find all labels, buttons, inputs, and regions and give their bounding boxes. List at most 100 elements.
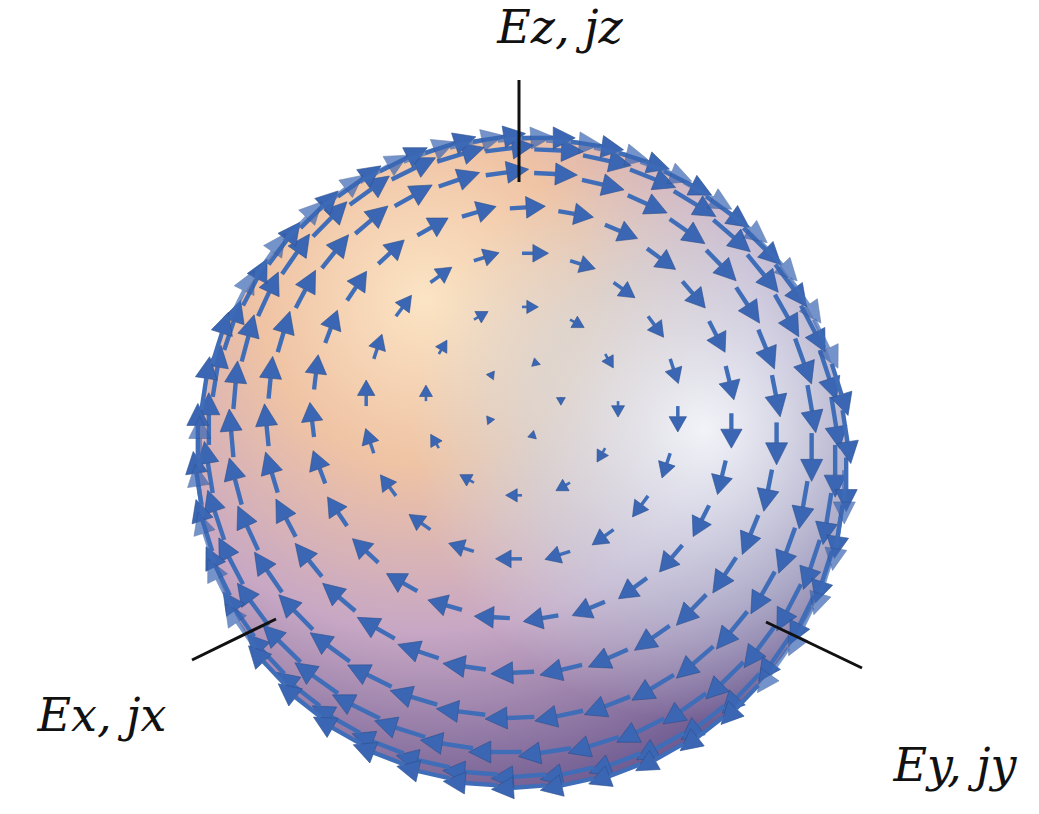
- arrow-shaft: [790, 278, 808, 305]
- arrow-shaft: [320, 189, 346, 209]
- arrow-head: [600, 174, 624, 195]
- arrow-shaft: [589, 737, 619, 746]
- arrow-shaft: [465, 667, 486, 670]
- arrow-shaft: [313, 675, 338, 693]
- arrow-head: [419, 385, 432, 396]
- arrow-head: [428, 595, 449, 616]
- arrow-head: [225, 604, 247, 628]
- arrow-head: [634, 629, 658, 651]
- arrow-head: [578, 256, 596, 273]
- arrow-head: [568, 736, 592, 757]
- arrow-shaft: [590, 602, 605, 608]
- arrow-shaft: [682, 281, 692, 293]
- arrow-head: [248, 646, 271, 670]
- arrow-head: [398, 641, 422, 662]
- arrow-head: [431, 434, 442, 447]
- arrow-shaft: [198, 438, 202, 470]
- arrow-shaft: [628, 195, 647, 204]
- arrow-shaft: [603, 448, 605, 452]
- arrow-shaft: [374, 753, 404, 765]
- arrow-head: [352, 539, 373, 560]
- arrow-shaft: [693, 646, 713, 664]
- arrow-shaft: [651, 675, 674, 689]
- arrow-head: [526, 197, 546, 219]
- arrow-shaft: [312, 421, 314, 437]
- arrow-shaft: [605, 530, 614, 536]
- leader-line: [766, 622, 862, 668]
- arrow-head: [721, 429, 742, 448]
- arrow-head: [680, 729, 704, 751]
- arrow-shaft: [325, 328, 331, 343]
- arrow-head: [738, 299, 759, 323]
- arrow-head: [313, 717, 338, 737]
- arrow-head: [713, 569, 734, 593]
- arrow-shaft: [561, 665, 582, 670]
- arrow-shaft: [774, 422, 778, 442]
- arrow-head: [757, 488, 779, 512]
- arrow-head: [643, 194, 668, 214]
- arrow-shaft: [411, 697, 437, 705]
- arrow-head: [654, 249, 676, 269]
- arrow-head: [618, 579, 640, 599]
- arrow-head: [449, 540, 467, 557]
- arrow-shaft: [322, 252, 335, 268]
- arrow-head: [632, 679, 657, 700]
- arrow-shaft: [725, 557, 736, 574]
- arrow-head: [273, 311, 294, 335]
- arrow-shaft: [233, 383, 235, 409]
- arrow-head: [357, 617, 382, 637]
- arrow-shaft: [513, 670, 534, 675]
- arrow-shaft: [403, 583, 417, 591]
- arrow-head: [482, 249, 500, 266]
- arrow-shaft: [736, 287, 747, 304]
- arrow-head: [310, 451, 330, 473]
- arrow-shaft: [254, 252, 272, 279]
- arrow-head: [636, 750, 661, 770]
- arrow-shaft: [570, 320, 574, 322]
- arrow-head: [528, 430, 537, 438]
- arrow-head: [395, 295, 411, 313]
- arrow-shaft: [269, 378, 271, 398]
- arrow-shaft: [610, 753, 641, 765]
- arrow-shaft: [235, 479, 242, 504]
- arrow-shaft: [672, 545, 682, 557]
- arrow-shaft: [803, 481, 808, 507]
- arrow-shaft: [442, 743, 473, 748]
- arrow-shaft: [511, 557, 522, 561]
- arrow-shaft: [507, 717, 534, 718]
- arrow-head: [486, 371, 494, 380]
- arrow-shaft: [465, 783, 498, 785]
- arrow-shaft: [439, 350, 441, 354]
- arrow-shaft: [376, 628, 394, 638]
- arrow-head: [584, 696, 609, 716]
- arrow-shaft: [560, 551, 570, 554]
- arrow-head: [460, 475, 473, 486]
- arrow-shaft: [534, 149, 561, 150]
- arrow-head: [632, 499, 648, 517]
- arrow-shaft: [294, 610, 313, 629]
- arrow-shaft: [681, 693, 706, 711]
- arrow-shaft: [770, 648, 788, 674]
- arrow-shaft: [706, 250, 721, 265]
- arrow-head: [617, 723, 642, 743]
- arrow-shaft: [328, 646, 350, 662]
- arrow-head: [665, 366, 682, 383]
- axis-label: Ez, jz: [497, 2, 623, 53]
- arrow-head: [592, 529, 610, 545]
- arrow-head: [254, 552, 276, 576]
- arrow-head: [434, 267, 452, 283]
- arrow-head: [264, 234, 286, 258]
- arrow-shaft: [636, 719, 664, 733]
- arrow-shaft: [676, 406, 679, 417]
- arrow-shaft: [786, 528, 795, 553]
- arrow-head: [475, 311, 488, 322]
- arrow-shaft: [702, 505, 709, 519]
- arrow-shaft: [697, 717, 723, 737]
- arrow-head: [799, 299, 821, 323]
- arrow-head: [353, 742, 377, 763]
- arrow-shaft: [843, 410, 848, 442]
- arrow-head: [681, 222, 705, 244]
- arrow-head: [260, 356, 282, 379]
- arrow-head: [362, 429, 379, 446]
- arrow-shaft: [522, 252, 533, 256]
